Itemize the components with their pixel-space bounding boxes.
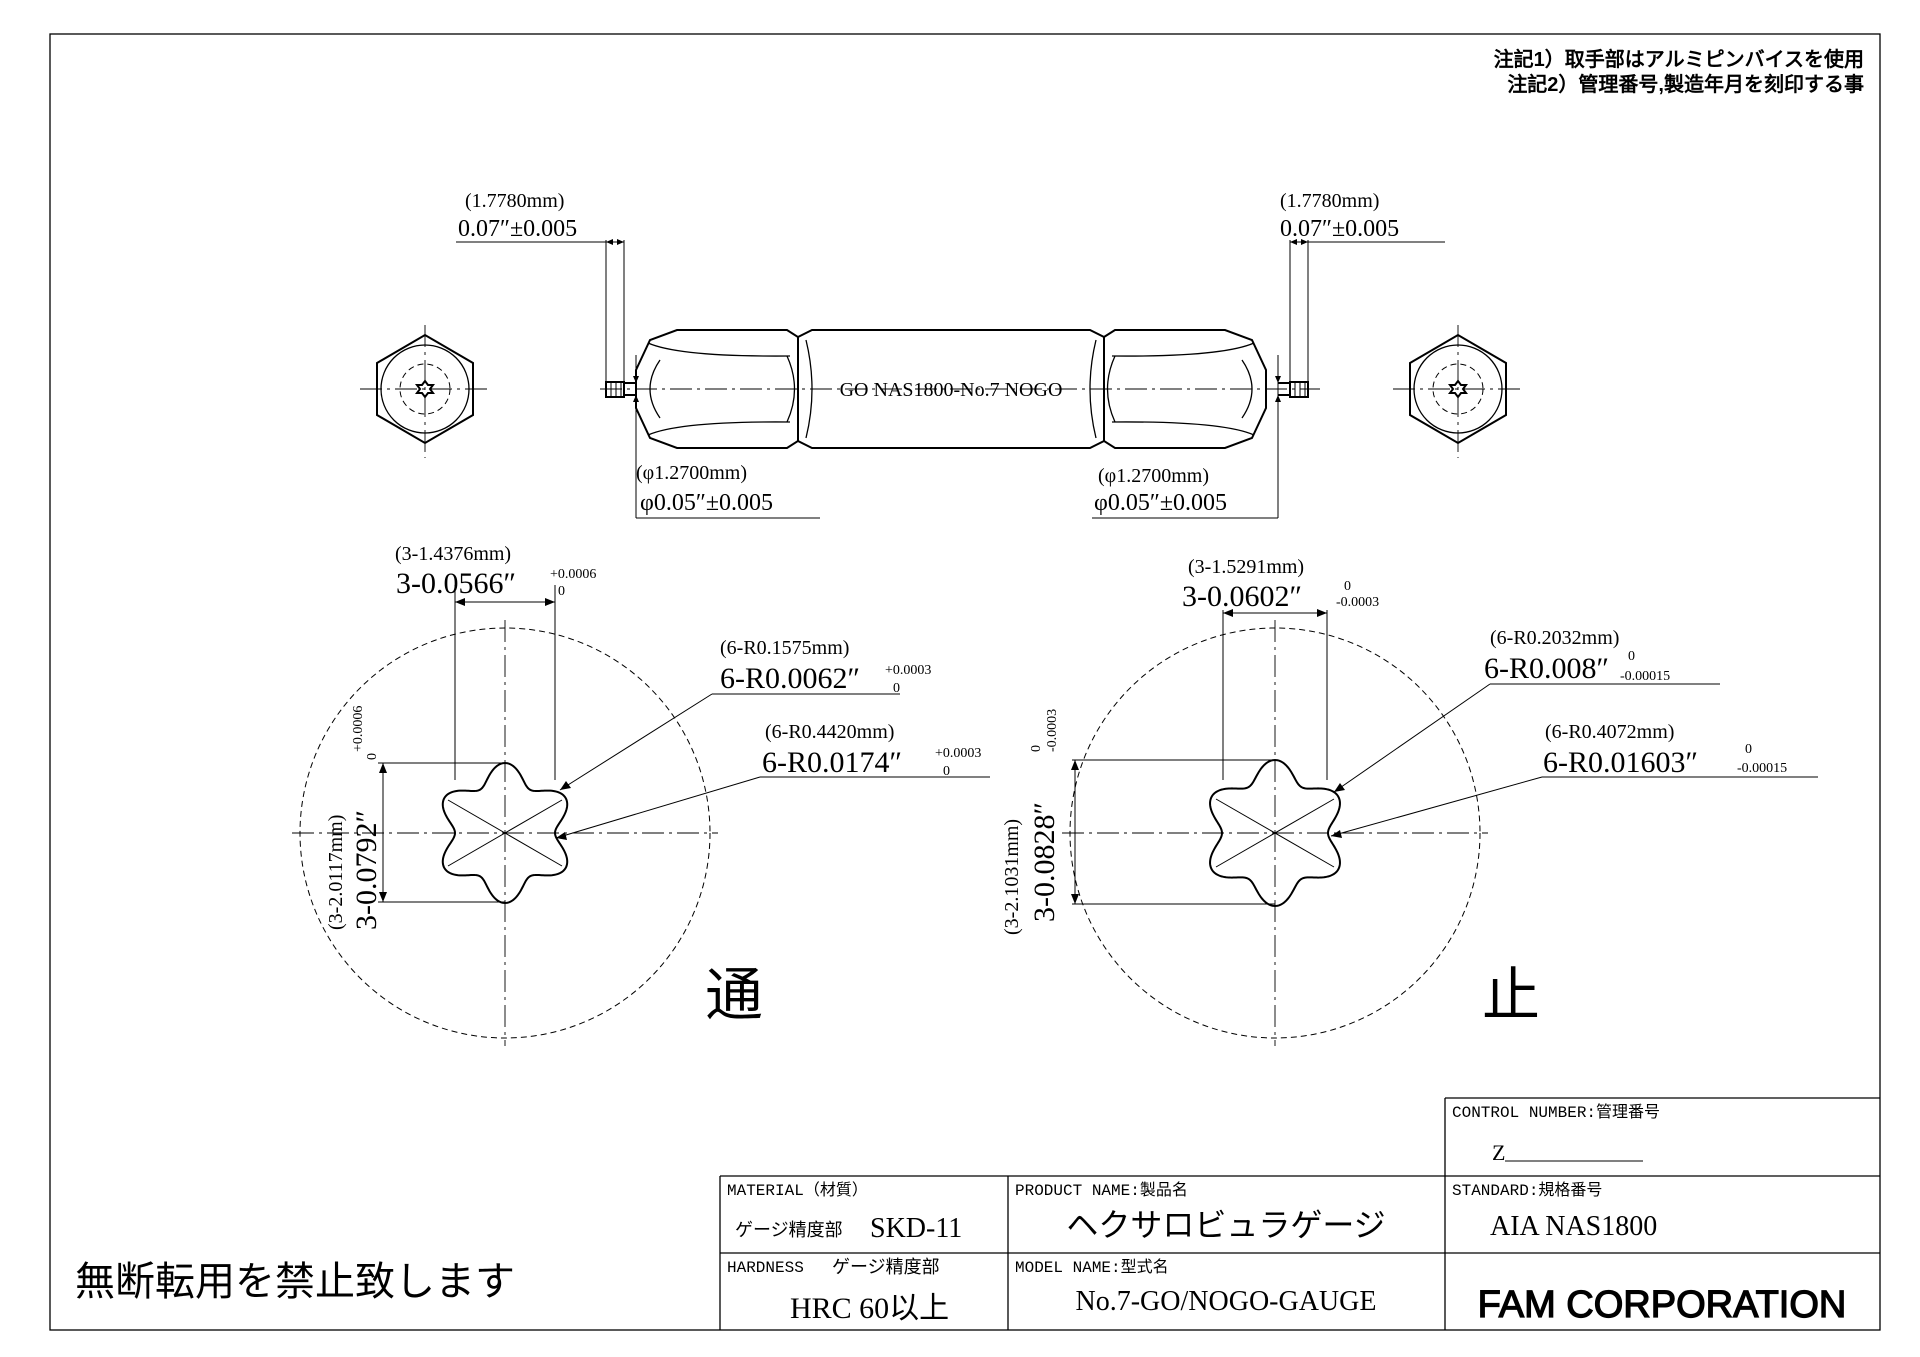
go-r-large-in: 6-R0.0174″ bbox=[762, 746, 902, 779]
notice: 無断転用を禁止致します bbox=[75, 1259, 515, 1304]
standard-label: STANDARD:規格番号 bbox=[1452, 1181, 1602, 1200]
material-part: ゲージ精度部 bbox=[735, 1220, 843, 1240]
nogo-height-mm: (3-2.1031mm) bbox=[1001, 819, 1023, 935]
go-height-tol-lower: 0 bbox=[365, 753, 380, 760]
nogo-r-small-tol-upper: 0 bbox=[1628, 649, 1635, 664]
go-width-tol-upper: +0.0006 bbox=[550, 567, 596, 582]
go-height-tol-upper: +0.0006 bbox=[351, 706, 366, 752]
hardness-label: HARDNESS bbox=[727, 1259, 804, 1277]
gauge-body-label: GO NAS1800-No.7 NOGO bbox=[840, 379, 1063, 401]
product-name-label: PRODUCT NAME:製品名 bbox=[1015, 1181, 1188, 1200]
control-number-value: Z bbox=[1492, 1140, 1505, 1165]
go-height-in: 3-0.0792″ bbox=[350, 810, 383, 930]
standard-value: AIA NAS1800 bbox=[1490, 1211, 1657, 1242]
title-block: CONTROL NUMBER:管理番号 Z MATERIAL（材質） ゲージ精度… bbox=[719, 1097, 1880, 1330]
note-2: 注記2）管理番号,製造年月を刻印する事 bbox=[1507, 72, 1864, 96]
nogo-r-small-in: 6-R0.008″ bbox=[1484, 652, 1609, 685]
go-r-large-tol-lower: 0 bbox=[943, 764, 950, 779]
nogo-symbol: 止 bbox=[1482, 963, 1540, 1028]
company-name: FAM CORPORATION bbox=[1478, 1284, 1847, 1326]
go-r-large-mm: (6-R0.4420mm) bbox=[765, 721, 894, 743]
right-pin-length-in: 0.07″±0.005 bbox=[1280, 216, 1399, 242]
product-name-value: ヘクサロビュラゲージ bbox=[1066, 1207, 1385, 1243]
go-r-small-mm: (6-R0.1575mm) bbox=[720, 637, 849, 659]
go-width-mm: (3-1.4376mm) bbox=[395, 543, 511, 565]
right-end-view bbox=[1393, 325, 1523, 458]
nogo-r-small-mm: (6-R0.2032mm) bbox=[1490, 627, 1619, 649]
nogo-width-tol-lower: -0.0003 bbox=[1336, 595, 1379, 610]
go-detail: (3-1.4376mm) 3-0.0566″ +0.0006 0 (3-2.01… bbox=[292, 543, 990, 1046]
nogo-r-large-mm: (6-R0.4072mm) bbox=[1545, 721, 1674, 743]
go-symbol: 通 bbox=[705, 963, 763, 1028]
go-r-small-in: 6-R0.0062″ bbox=[720, 662, 860, 695]
right-pin-length-mm: (1.7780mm) bbox=[1280, 190, 1379, 212]
go-r-large-tol-upper: +0.0003 bbox=[935, 746, 981, 761]
right-pin bbox=[1289, 381, 1309, 398]
model-name-label: MODEL NAME:型式名 bbox=[1015, 1258, 1169, 1277]
go-width-in: 3-0.0566″ bbox=[396, 567, 516, 600]
note-1: 注記1）取手部はアルミピンバイスを使用 bbox=[1494, 47, 1864, 71]
drawing-border bbox=[49, 33, 1881, 1331]
left-pin bbox=[605, 381, 625, 398]
nogo-width-tol-upper: 0 bbox=[1344, 579, 1351, 594]
notes: 注記1）取手部はアルミピンバイスを使用 注記2）管理番号,製造年月を刻印する事 bbox=[1494, 47, 1864, 96]
right-hex-bar bbox=[1103, 329, 1267, 449]
right-pin-dia-mm: (φ1.2700mm) bbox=[1098, 465, 1209, 487]
nogo-detail: (3-1.5291mm) 3-0.0602″ 0 -0.0003 (3-2.10… bbox=[1001, 556, 1818, 1046]
hardness-value: HRC 60以上 bbox=[790, 1292, 949, 1325]
nogo-r-large-in: 6-R0.01603″ bbox=[1543, 746, 1698, 779]
left-pin-dia-mm: (φ1.2700mm) bbox=[636, 462, 747, 484]
gauge-side-view: GO NAS1800-No.7 NOGO (1.7780mm) 0.07″±0.… bbox=[456, 190, 1445, 519]
hardness-part: ゲージ精度部 bbox=[832, 1257, 940, 1277]
left-pin-length-in: 0.07″±0.005 bbox=[458, 216, 577, 242]
nogo-height-tol-upper: 0 bbox=[1029, 745, 1044, 752]
nogo-r-small-tol-lower: -0.00015 bbox=[1620, 669, 1670, 684]
nogo-r-large-tol-upper: 0 bbox=[1745, 742, 1752, 757]
control-number-label: CONTROL NUMBER:管理番号 bbox=[1452, 1103, 1660, 1122]
go-width-tol-lower: 0 bbox=[558, 584, 565, 599]
nogo-width-mm: (3-1.5291mm) bbox=[1188, 556, 1304, 578]
nogo-width-in: 3-0.0602″ bbox=[1182, 580, 1302, 613]
go-hexalobular-profile bbox=[441, 761, 569, 905]
material-label: MATERIAL（材質） bbox=[727, 1181, 868, 1200]
nogo-height-in: 3-0.0828″ bbox=[1028, 802, 1061, 922]
model-name-value: No.7-GO/NOGO-GAUGE bbox=[1076, 1286, 1377, 1317]
left-pin-length-mm: (1.7780mm) bbox=[465, 190, 564, 212]
go-r-small-tol-lower: 0 bbox=[893, 681, 900, 696]
go-r-small-tol-upper: +0.0003 bbox=[885, 663, 931, 678]
right-pin-dia-in: φ0.05″±0.005 bbox=[1094, 490, 1227, 516]
left-end-view bbox=[360, 325, 490, 458]
nogo-hexalobular-profile bbox=[1209, 758, 1341, 908]
nogo-height-tol-lower: -0.0003 bbox=[1045, 709, 1060, 752]
material-value: SKD-11 bbox=[870, 1213, 962, 1244]
left-pin-dia-in: φ0.05″±0.005 bbox=[640, 490, 773, 516]
go-height-mm: (3-2.0117mm) bbox=[325, 815, 347, 930]
nogo-r-large-tol-lower: -0.00015 bbox=[1737, 761, 1787, 776]
